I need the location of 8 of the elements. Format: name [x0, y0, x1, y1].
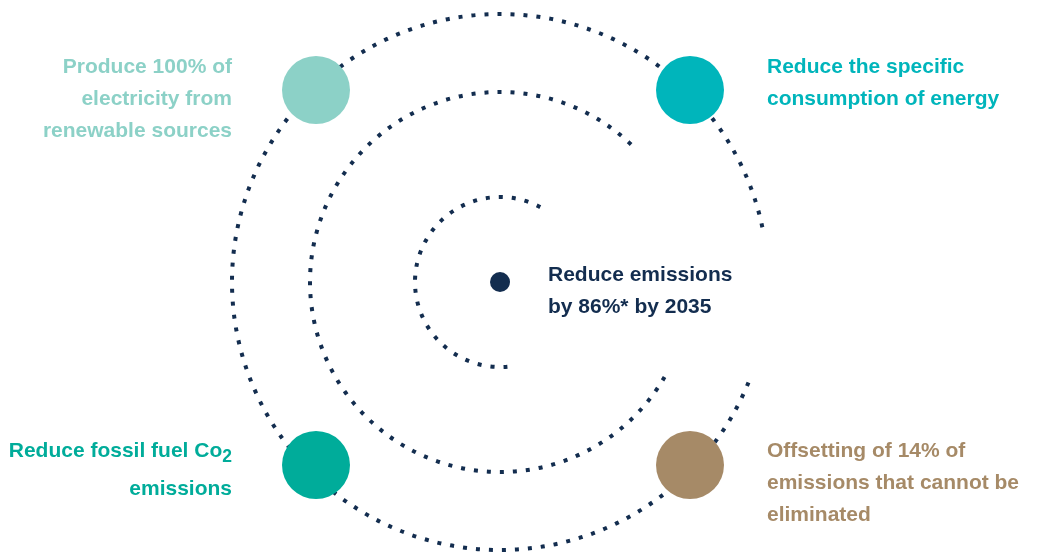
center-dot	[490, 272, 510, 292]
goal-text: Reduce fossil fuel Co$_{2}$ emissions	[7, 437, 232, 502]
circle-marker	[282, 56, 350, 124]
goal-text: Reduce emissions by 86%* by 2035	[548, 261, 734, 319]
circle-marker	[656, 431, 724, 499]
goal-text: Reduce the specific consumption of energy	[767, 53, 1001, 111]
goal-text: Offsetting of 14% of emissions that cannot be eliminated	[767, 437, 1021, 527]
goal-text: Produce 100% of electricity from renewable sources	[41, 53, 232, 143]
